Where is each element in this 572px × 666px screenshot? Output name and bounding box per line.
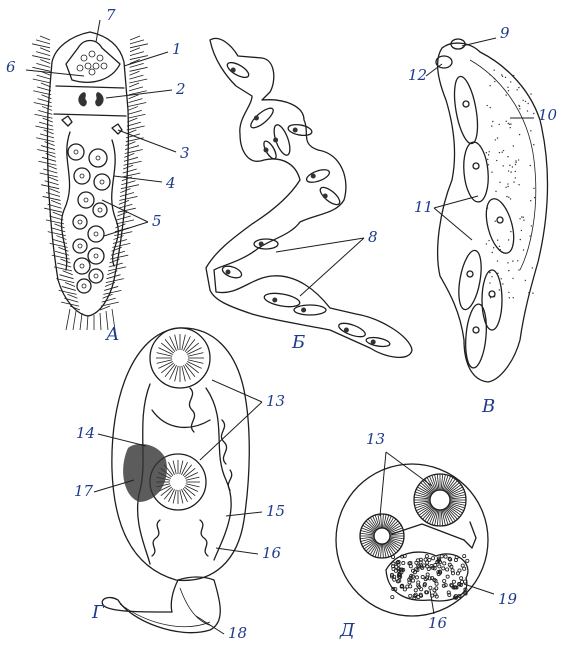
label-11: 11 bbox=[414, 198, 434, 216]
label-4: 4 bbox=[166, 174, 176, 192]
panel-label-c: В bbox=[482, 396, 496, 417]
panel-label-d: Г bbox=[92, 602, 104, 623]
label-17: 17 bbox=[74, 482, 94, 500]
panel-d-drawing bbox=[101, 327, 250, 634]
panel-label-a: А bbox=[106, 324, 120, 345]
panel-label-b: Б bbox=[292, 332, 306, 353]
label-15: 15 bbox=[266, 502, 286, 520]
label-19: 19 bbox=[498, 590, 518, 608]
label-13a: 13 bbox=[266, 392, 286, 410]
panel-label-e: Д bbox=[340, 620, 355, 641]
label-10: 10 bbox=[538, 106, 558, 124]
panel-b-drawing bbox=[205, 37, 413, 358]
label-16b: 16 bbox=[428, 614, 448, 632]
label-7: 7 bbox=[106, 6, 116, 24]
label-14: 14 bbox=[76, 424, 96, 442]
label-2: 2 bbox=[176, 80, 186, 98]
leader-lines bbox=[25, 19, 534, 635]
label-12: 12 bbox=[408, 66, 428, 84]
panel-e-drawing bbox=[335, 463, 489, 617]
label-3: 3 bbox=[180, 144, 190, 162]
label-13b: 13 bbox=[366, 430, 386, 448]
label-5: 5 bbox=[152, 212, 162, 230]
label-9: 9 bbox=[500, 24, 510, 42]
label-16a: 16 bbox=[262, 544, 282, 562]
label-8: 8 bbox=[368, 228, 378, 246]
panel-c-drawing bbox=[435, 38, 549, 383]
panel-a-drawing bbox=[31, 31, 149, 331]
label-1: 1 bbox=[172, 40, 182, 58]
label-6: 6 bbox=[6, 58, 16, 76]
label-18: 18 bbox=[228, 624, 248, 642]
